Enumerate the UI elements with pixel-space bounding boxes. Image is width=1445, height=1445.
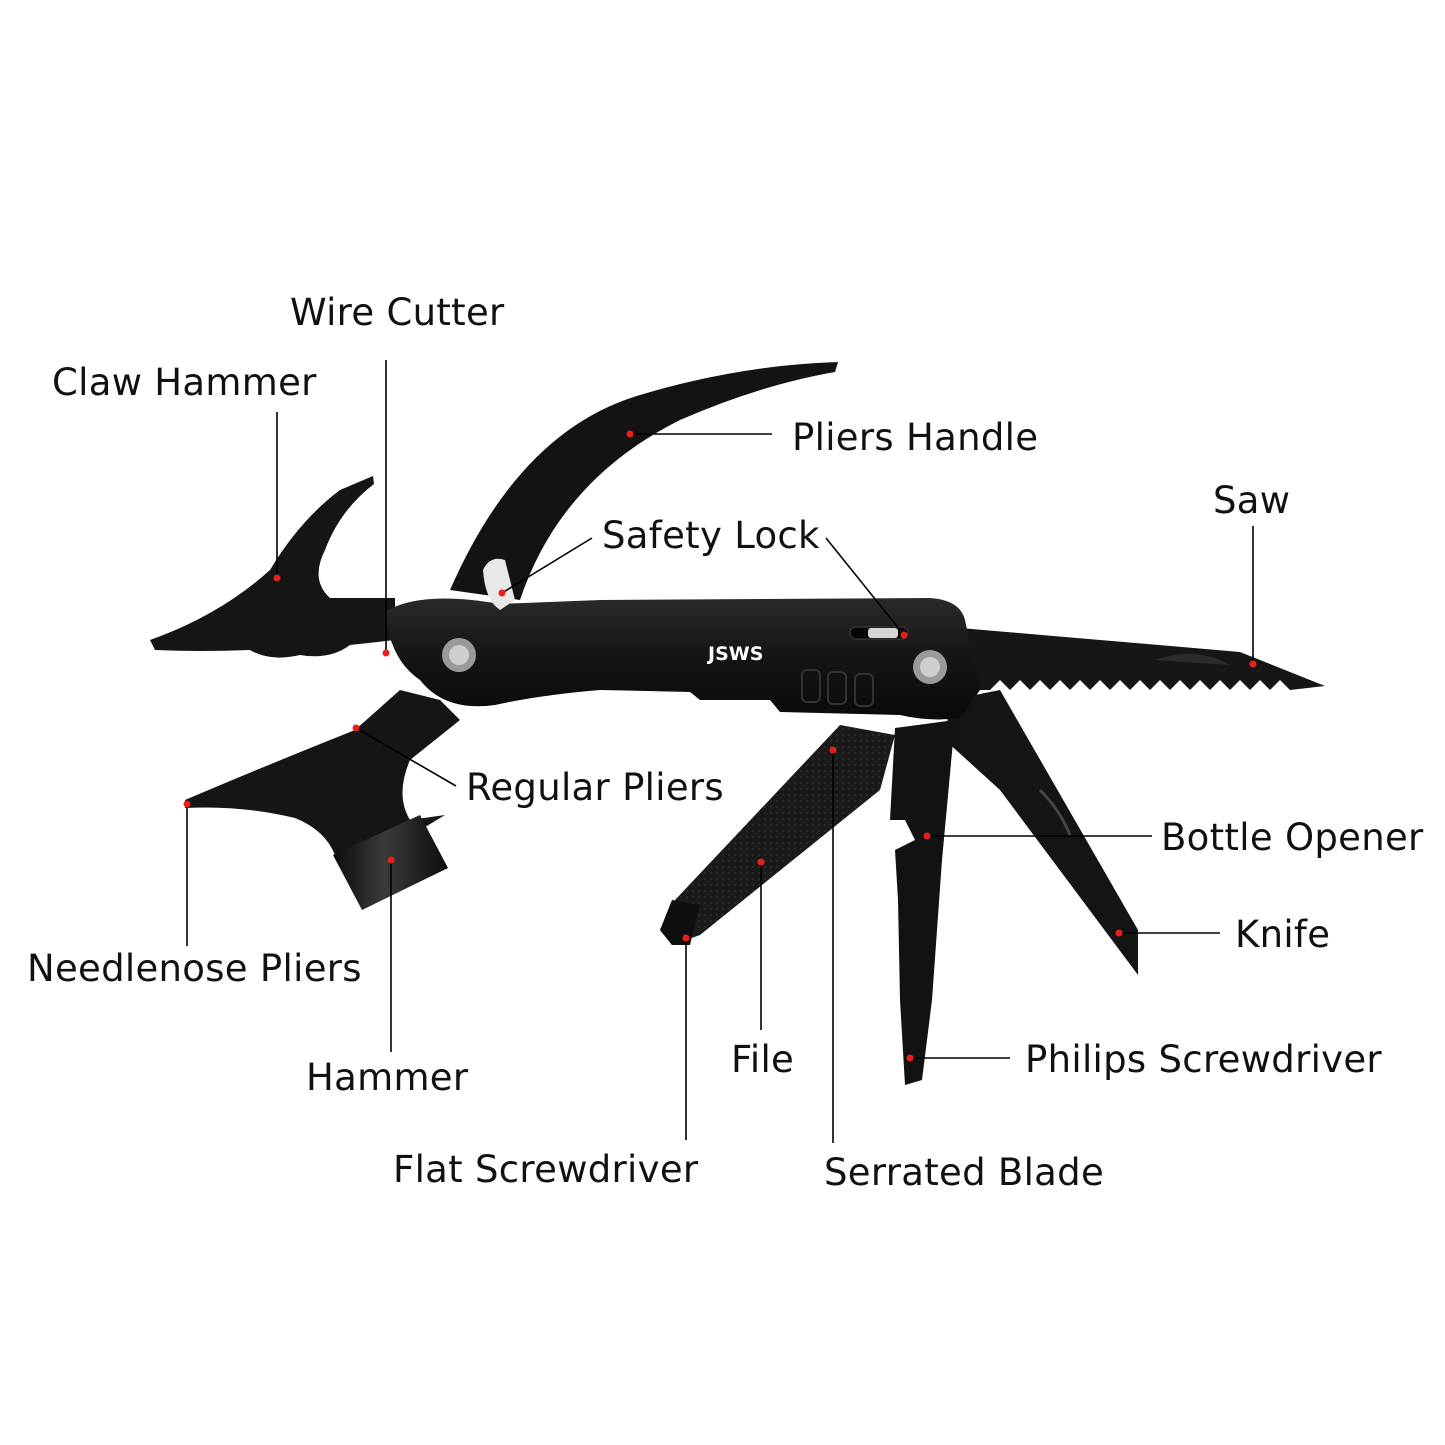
- leader-lines: [186, 360, 1254, 1143]
- label-bottle-opener: Bottle Opener: [1161, 816, 1424, 859]
- saw-blade-shape: [960, 628, 1325, 690]
- pliers-handle-shape: [450, 362, 838, 600]
- label-pliers-handle: Pliers Handle: [792, 416, 1039, 459]
- brand-mark: JSWS: [706, 643, 763, 665]
- main-body-shape: [385, 598, 980, 720]
- regular-pliers-shape: [185, 690, 460, 855]
- label-regular-pliers: Regular Pliers: [466, 766, 724, 809]
- label-wire-cutter: Wire Cutter: [290, 291, 505, 334]
- knife-blade-shape: [945, 690, 1138, 975]
- label-serrated-blade: Serrated Blade: [824, 1151, 1105, 1194]
- claw-hammer-shape: [150, 476, 395, 658]
- label-hammer: Hammer: [306, 1056, 469, 1099]
- label-philips-screwdriver: Philips Screwdriver: [1025, 1038, 1382, 1081]
- label-claw-hammer: Claw Hammer: [52, 361, 317, 404]
- label-safety-lock: Safety Lock: [602, 514, 820, 557]
- label-saw: Saw: [1213, 479, 1291, 522]
- bottle-opener-shape: [890, 720, 955, 1085]
- callout-dots: [183, 430, 1257, 1062]
- label-knife: Knife: [1235, 913, 1331, 956]
- label-needlenose-pliers: Needlenose Pliers: [27, 947, 362, 990]
- file-tool-shape: [660, 725, 895, 945]
- label-flat-screwdriver: Flat Screwdriver: [393, 1148, 699, 1191]
- label-file: File: [731, 1038, 795, 1081]
